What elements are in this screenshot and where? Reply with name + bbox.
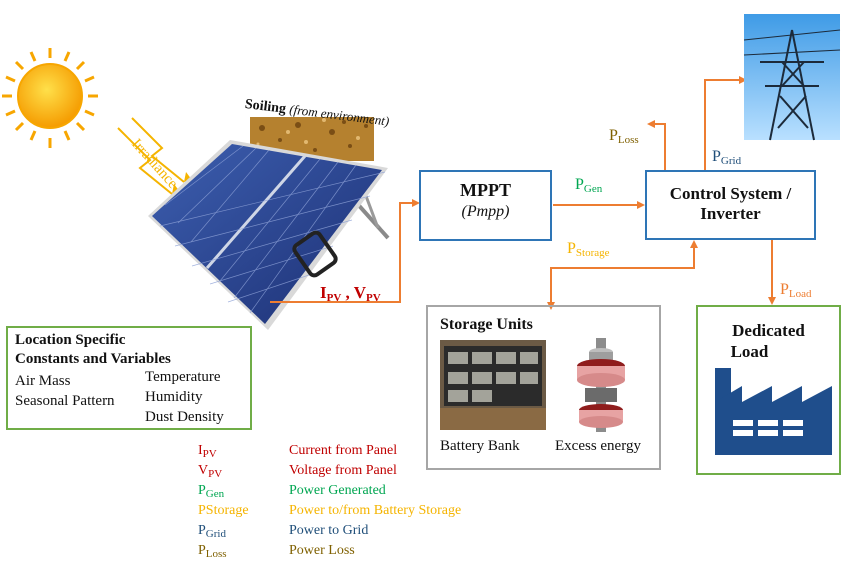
ipv-symbol: I: [320, 283, 327, 302]
p-loss-label: PLoss: [609, 127, 639, 146]
legend-symbol: P: [198, 483, 206, 498]
control-system-box: Control System / Inverter: [645, 170, 816, 240]
vpv-sub: PV: [366, 292, 381, 304]
irradiance-arrows: [117, 117, 185, 195]
panel-output-sep: ,: [341, 283, 354, 302]
p-load-label: PLoad: [780, 281, 812, 300]
solar-panel-icon: [148, 140, 390, 330]
transmission-tower-icon: [743, 14, 841, 141]
p-storage-main: P: [567, 240, 576, 257]
legend-row: IPV: [198, 443, 217, 460]
p-grid-main: P: [712, 148, 721, 165]
control-line1: Control System /: [669, 184, 792, 203]
legend-symbol-sub: Loss: [205, 548, 227, 560]
mppt-subtitle: (Pmpp): [461, 203, 510, 220]
location-seasonal: Seasonal Pattern: [15, 393, 115, 409]
location-humidity: Humidity: [145, 389, 203, 405]
p-storage-sub: Storage: [575, 247, 610, 259]
location-air-mass: Air Mass: [15, 373, 71, 389]
location-temperature: Temperature: [145, 369, 221, 385]
legend-symbol: V: [198, 463, 209, 478]
p-gen-label: PGen: [575, 176, 602, 195]
flywheel-icon: [577, 338, 625, 432]
panel-output-label: IPV , VPV: [320, 283, 381, 304]
arrow-panel-to-mppt: [270, 199, 420, 303]
legend-desc: Power Generated: [289, 483, 386, 498]
mppt-box: MPPT (Pmpp): [419, 170, 552, 241]
location-title1: Location Specific: [15, 332, 126, 348]
load-line2: Load: [730, 342, 769, 361]
arrow-control-to-grid: [704, 76, 747, 170]
legend-symbol-sub: Gen: [205, 488, 225, 500]
legend-desc: Current from Panel: [289, 443, 398, 458]
p-gen-main: P: [575, 176, 584, 193]
legend-symbol: PStorage: [198, 503, 249, 518]
p-grid-sub: Grid: [720, 155, 742, 167]
p-loss-main: P: [609, 127, 618, 144]
excess-energy-label: Excess energy: [555, 438, 641, 454]
location-dust: Dust Density: [145, 409, 224, 425]
legend-row: PGen: [198, 483, 224, 500]
storage-units-box: Storage Units Battery Bank Excess energy: [426, 305, 661, 470]
legend-symbol-sub: PV: [208, 468, 223, 480]
ipv-sub: PV: [326, 292, 342, 304]
legend-symbol-sub: Grid: [205, 528, 226, 540]
p-grid-label: PGrid: [712, 148, 741, 167]
arrow-control-to-loss: [647, 120, 666, 170]
p-load-main: P: [780, 281, 789, 298]
dedicated-load-box: Dedicated Load: [696, 305, 841, 475]
load-line1: Dedicated: [732, 321, 805, 340]
mppt-title: MPPT: [460, 180, 511, 200]
location-title2: Constants and Variables: [15, 351, 171, 367]
sun-icon: [2, 48, 98, 148]
p-storage-label: PStorage: [567, 240, 610, 259]
storage-title: Storage Units: [440, 316, 533, 333]
legend-desc: Power to Grid: [289, 523, 369, 538]
legend-row: PGrid: [198, 523, 226, 540]
arrow-storage-bidirectional: [547, 240, 698, 310]
battery-bank-label: Battery Bank: [440, 438, 520, 454]
p-gen-sub: Gen: [583, 183, 603, 195]
factory-icon: [715, 368, 832, 455]
p-load-sub: Load: [788, 288, 812, 300]
p-loss-sub: Loss: [617, 134, 639, 146]
legend-row: PLoss: [198, 543, 227, 560]
legend-symbol: I: [198, 443, 203, 458]
legend-row: VPV: [198, 463, 222, 480]
legend-desc: Voltage from Panel: [289, 463, 397, 478]
location-box: Location Specific Constants and Variable…: [6, 326, 252, 430]
legend-desc: Power to/from Battery Storage: [289, 503, 462, 518]
legend-symbol-sub: PV: [202, 448, 217, 460]
vpv-symbol: V: [353, 283, 367, 302]
control-line2: Inverter: [700, 204, 761, 223]
legend-symbol: P: [198, 523, 206, 538]
legend-desc: Power Loss: [289, 543, 355, 558]
legend-symbol: P: [198, 543, 206, 558]
battery-bank-icon: [440, 340, 546, 430]
legend-row: PStorage: [198, 503, 249, 520]
